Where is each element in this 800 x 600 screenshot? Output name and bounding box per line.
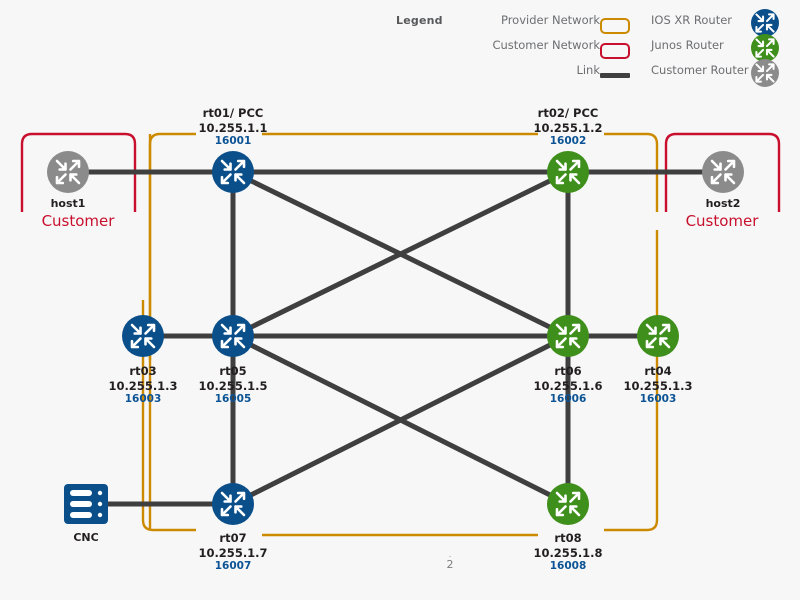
topology-links <box>68 169 723 507</box>
ios-xr-router-icon <box>751 8 779 37</box>
node-rt01[interactable] <box>212 151 254 193</box>
node-cnc-server[interactable] <box>64 484 108 524</box>
junos-router-icon-row <box>748 33 782 62</box>
link-line-swatch-row <box>600 63 646 88</box>
node-rt04[interactable] <box>637 315 679 357</box>
node-host1[interactable] <box>47 151 89 193</box>
link-line-swatch <box>600 73 630 78</box>
legend-label-junos-router: Junos Router <box>651 38 724 52</box>
node-rt06[interactable] <box>547 315 589 357</box>
legend-label-customer-router: Customer Router <box>651 63 749 77</box>
customer-box-swatch-row <box>600 38 646 63</box>
page-number: 2 <box>446 558 454 571</box>
customer-router-icon-row <box>748 58 782 87</box>
legend-label-link: Link <box>576 63 600 77</box>
provider-network-boundary <box>141 132 659 537</box>
legend-label-provider-network: Provider Network <box>500 13 600 27</box>
page-dot: . <box>448 550 452 560</box>
ios-xr-router-icon-row <box>748 8 782 37</box>
legend-label-ios-xr-router: IOS XR Router <box>651 13 733 27</box>
legend-icons <box>748 8 782 87</box>
legend-label-customer-network: Customer Network <box>492 38 600 52</box>
customer-box-swatch <box>600 42 630 59</box>
legend-right-labels: IOS XR Router Junos Router Customer Rout… <box>651 13 755 88</box>
provider-box-swatch-row <box>600 13 646 38</box>
legend-swatches <box>600 13 646 88</box>
customer-router-icon <box>751 58 779 87</box>
node-rt05[interactable] <box>212 315 254 357</box>
node-host2[interactable] <box>702 151 744 193</box>
link-rt02-rt05 <box>231 169 570 339</box>
node-rt03[interactable] <box>122 315 164 357</box>
provider-box-swatch <box>600 17 630 34</box>
link-rt06-rt07 <box>231 333 570 507</box>
junos-router-icon <box>751 33 779 62</box>
node-rt02[interactable] <box>547 151 589 193</box>
node-rt08[interactable] <box>547 483 589 525</box>
legend-title: Legend <box>396 14 443 27</box>
node-rt07[interactable] <box>212 483 254 525</box>
legend-left-labels: Provider Network Customer Network Link <box>420 13 600 88</box>
